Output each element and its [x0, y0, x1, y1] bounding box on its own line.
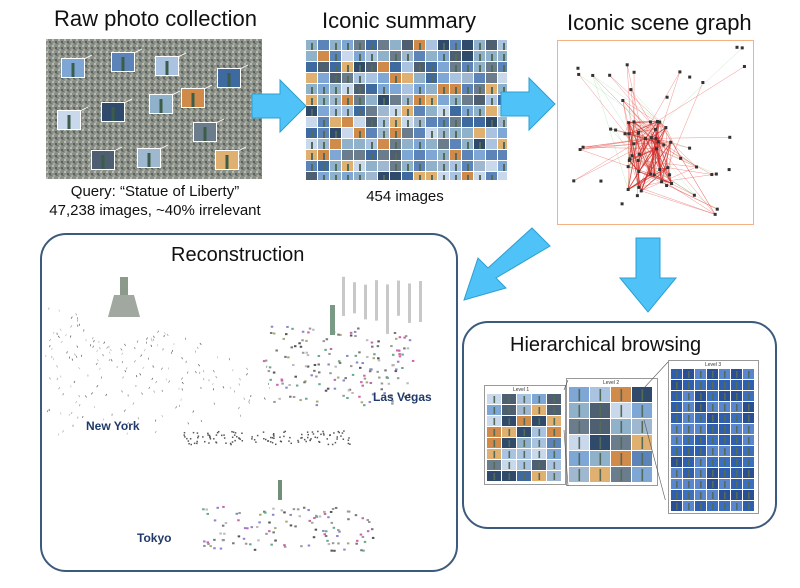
arrow-graph-to-reconstruction	[463, 227, 551, 301]
browse-level-2: Level 2	[566, 378, 658, 486]
browsing-title: Hierarchical browsing	[510, 334, 702, 356]
city-label-new-york: New York	[86, 419, 140, 433]
arrow-raw-to-summary	[251, 78, 307, 134]
level-1-label: Level 1	[513, 387, 530, 393]
reconstruction-point-clouds	[45, 276, 422, 552]
browse-level-3: Level 3	[668, 360, 759, 514]
scene-graph-title: Iconic scene graph	[567, 10, 752, 35]
city-label-las-vegas: Las Vegas	[373, 390, 432, 404]
iconic-summary-title: Iconic summary	[322, 8, 477, 33]
raw-photo-mosaic	[46, 39, 262, 179]
arrow-graph-to-browsing	[618, 237, 678, 313]
iconic-summary-grid	[306, 40, 507, 180]
reconstruction-title: Reconstruction	[171, 244, 305, 266]
scene-graph-image	[557, 40, 754, 225]
arrow-summary-to-graph	[500, 76, 556, 132]
browse-connectors	[563, 361, 669, 500]
reconstruction-panel	[40, 233, 458, 572]
level-3-label: Level 3	[705, 362, 722, 368]
raw-collection-title: Raw photo collection	[54, 6, 258, 31]
raw-caption-query: Query: “Statue of Liberty”	[70, 183, 240, 200]
browse-level-1: Level 1	[484, 385, 566, 485]
raw-caption-count: 47,238 images, ~40% irrelevant	[49, 202, 261, 219]
city-label-tokyo: Tokyo	[137, 531, 172, 545]
summary-caption: 454 images	[366, 188, 444, 205]
level-2-label: Level 2	[603, 380, 620, 386]
